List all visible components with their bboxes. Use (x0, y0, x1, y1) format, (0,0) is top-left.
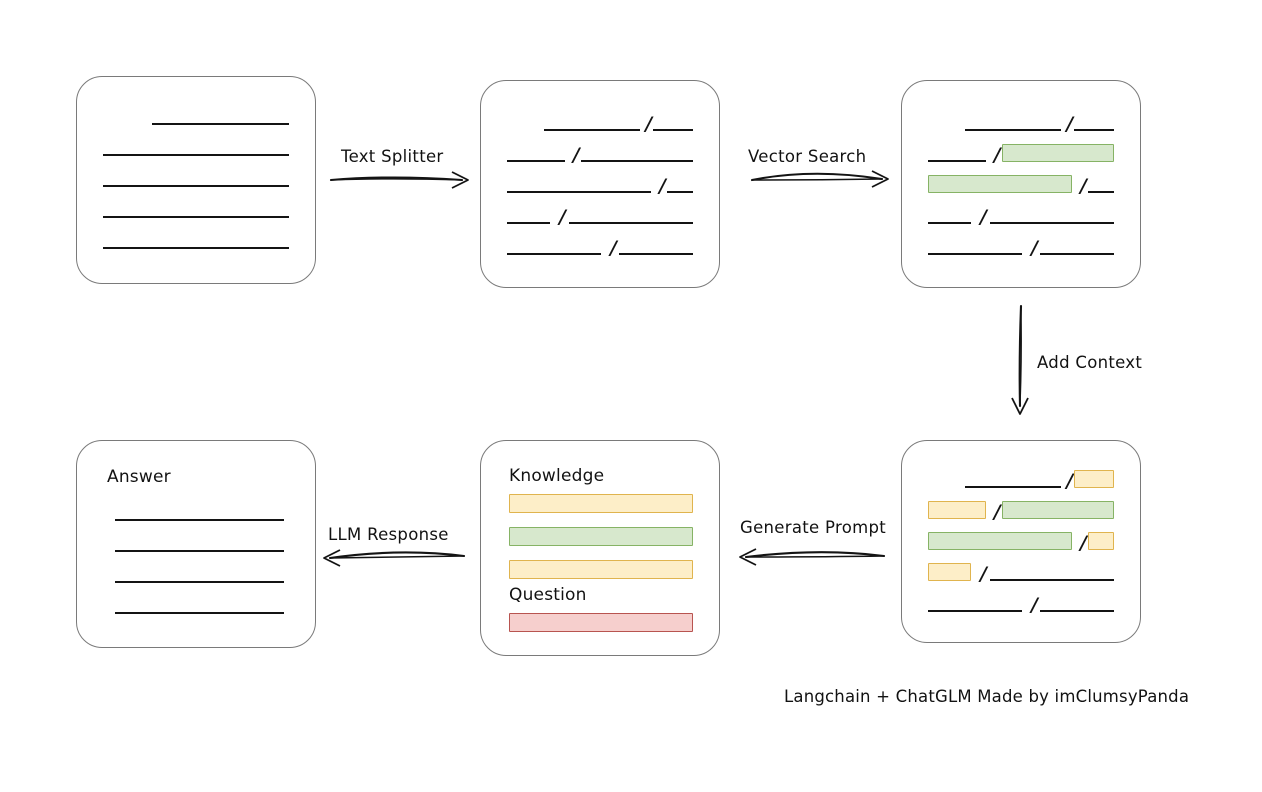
arrow-llm-response (323, 549, 466, 567)
knowledge-caption: Knowledge (509, 466, 605, 486)
text-line-segment (581, 160, 694, 162)
card-source-document[interactable] (76, 76, 316, 284)
text-line-segment (1087, 191, 1115, 193)
question-caption: Question (509, 585, 587, 605)
matched-chunks-lines: / / / / / (902, 81, 1140, 287)
chunk-separator-slash: / (1079, 531, 1087, 554)
text-line-segment (114, 519, 284, 521)
text-line-segment (666, 191, 694, 193)
chunk-bar-green (927, 532, 1072, 550)
chunk-separator-slash: / (979, 205, 987, 228)
text-line-segment (102, 216, 290, 218)
chunk-separator-slash: / (1030, 593, 1038, 616)
chunk-separator-slash: / (658, 174, 666, 197)
text-line-segment (506, 222, 551, 224)
text-line-segment (114, 550, 284, 552)
text-line-segment (102, 154, 290, 156)
text-line-segment (114, 581, 284, 583)
text-line-segment (989, 579, 1115, 581)
arrow-label-vector-search: Vector Search (748, 147, 867, 166)
chunk-separator-slash: / (993, 143, 1001, 166)
chunk-separator-slash: / (979, 562, 987, 585)
text-line-segment (927, 253, 1022, 255)
prompt-bar-yellow (509, 494, 693, 513)
text-line-segment (544, 129, 641, 131)
split-chunks-lines: / / / / / (481, 81, 719, 287)
chunk-bar-green (1002, 144, 1115, 162)
prompt-bar-green (509, 527, 693, 546)
arrow-vector-search (750, 170, 889, 188)
card-answer[interactable]: Answer (76, 440, 316, 648)
chunk-separator-slash: / (1066, 112, 1074, 135)
card-prompt[interactable]: Knowledge Question (480, 440, 720, 656)
card-split-chunks[interactable]: / / / / / (480, 80, 720, 288)
text-line-segment (114, 612, 284, 614)
text-line-segment (652, 129, 694, 131)
chunk-bar-yellow (1073, 470, 1115, 488)
chunk-separator-slash: / (1066, 469, 1074, 492)
text-line-segment (927, 610, 1022, 612)
prompt-bar-yellow (509, 560, 693, 579)
text-line-segment (506, 191, 651, 193)
text-line-segment (618, 253, 694, 255)
prompt-knowledge-bars (481, 441, 719, 655)
text-line-segment (927, 222, 972, 224)
text-line-segment (927, 160, 986, 162)
text-line-segment (151, 123, 290, 125)
arrow-add-context (1011, 304, 1029, 415)
chunk-bar-yellow (927, 501, 986, 519)
source-document-lines (77, 77, 315, 283)
answer-lines (77, 441, 315, 647)
text-line-segment (1039, 253, 1115, 255)
chunk-separator-slash: / (645, 112, 653, 135)
arrow-label-generate-prompt: Generate Prompt (740, 518, 886, 537)
text-line-segment (965, 486, 1062, 488)
text-line-segment (506, 160, 565, 162)
text-line-segment (102, 185, 290, 187)
text-line-segment (965, 129, 1062, 131)
text-line-segment (989, 222, 1115, 224)
text-line-segment (102, 247, 290, 249)
arrow-label-llm-response: LLM Response (328, 525, 449, 544)
chunk-bar-green (927, 175, 1072, 193)
chunk-bar-green (1002, 501, 1115, 519)
text-line-segment (1073, 129, 1115, 131)
card-context-chunks[interactable]: / / / / / (901, 440, 1141, 643)
chunk-bar-yellow (927, 563, 972, 581)
credit-text: Langchain + ChatGLM Made by imClumsyPand… (784, 687, 1190, 706)
chunk-bar-yellow (1087, 532, 1115, 550)
prompt-bar-red (509, 613, 693, 632)
chunk-separator-slash: / (572, 143, 580, 166)
prompt-question-bars (481, 441, 719, 655)
text-line-segment (568, 222, 694, 224)
chunk-separator-slash: / (1030, 236, 1038, 259)
answer-caption: Answer (107, 467, 171, 487)
text-line-segment (1039, 610, 1115, 612)
chunk-separator-slash: / (558, 205, 566, 228)
arrow-text-splitter (329, 171, 469, 189)
context-chunks-lines: / / / / / (902, 441, 1140, 642)
card-matched-chunks[interactable]: / / / / / (901, 80, 1141, 288)
chunk-separator-slash: / (993, 500, 1001, 523)
chunk-separator-slash: / (609, 236, 617, 259)
arrow-label-text-splitter: Text Splitter (341, 147, 444, 166)
arrow-label-add-context: Add Context (1037, 353, 1143, 372)
chunk-separator-slash: / (1079, 174, 1087, 197)
arrow-generate-prompt (739, 548, 886, 566)
text-line-segment (506, 253, 601, 255)
